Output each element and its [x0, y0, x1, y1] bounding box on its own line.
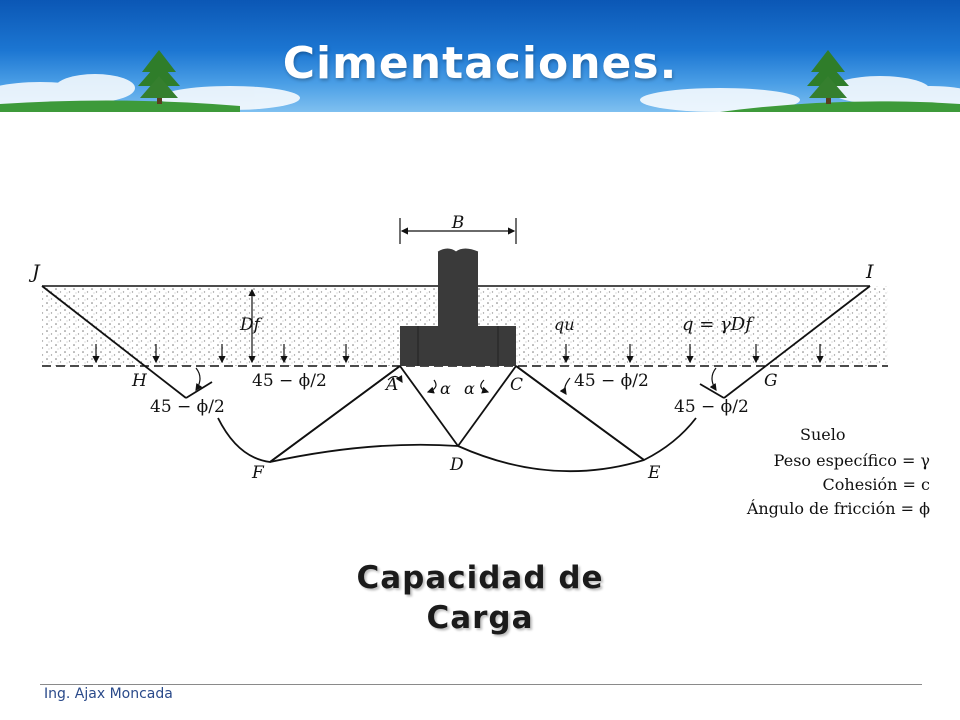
slide-caption: Capacidad de Carga [0, 558, 960, 638]
failure-surfaces [41, 285, 871, 473]
grass-left [0, 100, 240, 112]
point-label-f: F [251, 463, 265, 483]
alpha-label-left: α [440, 379, 451, 398]
surcharge-label: q = γDf [682, 314, 755, 335]
legend-friction: Ángulo de fricción = ϕ [746, 498, 930, 518]
point-label-j: J [28, 261, 41, 283]
depth-label: Df [239, 315, 263, 335]
point-label-d: D [449, 455, 464, 475]
alpha-label-right: α [464, 379, 475, 398]
point-label-a: A [384, 375, 398, 395]
footing [400, 248, 516, 366]
caption-line-2: Carga [426, 600, 534, 636]
legend-title: Suelo [800, 425, 845, 444]
width-label: B [451, 213, 465, 233]
angle-label-g: 45 − ϕ/2 [674, 397, 749, 417]
angle-label-c: 45 − ϕ/2 [574, 371, 649, 391]
point-label-c: C [510, 375, 523, 395]
surcharge-arrows [92, 344, 824, 364]
point-label-h: H [131, 371, 148, 391]
legend-cohesion: Cohesión = c [823, 475, 930, 494]
footer-divider [40, 684, 922, 685]
slide-header: Cimentaciones. [0, 0, 960, 112]
legend-unit-weight: Peso específico = γ [774, 451, 930, 470]
width-dimension: B [399, 213, 517, 244]
angle-label-a: 45 − ϕ/2 [252, 371, 327, 391]
angle-label-h: 45 − ϕ/2 [150, 397, 225, 417]
caption-line-1: Capacidad de [356, 560, 604, 596]
point-label-e: E [647, 463, 661, 483]
grass-right [720, 101, 960, 112]
tree-icon [138, 50, 180, 104]
angle-markers [195, 367, 717, 395]
load-label: qu [554, 315, 575, 334]
point-label-i: I [865, 261, 874, 283]
tree-icon [807, 50, 849, 104]
footer-author: Ing. Ajax Moncada [44, 686, 173, 702]
slide-title: Cimentaciones. [282, 38, 678, 89]
header-decoration [0, 50, 960, 112]
point-label-g: G [764, 371, 778, 391]
